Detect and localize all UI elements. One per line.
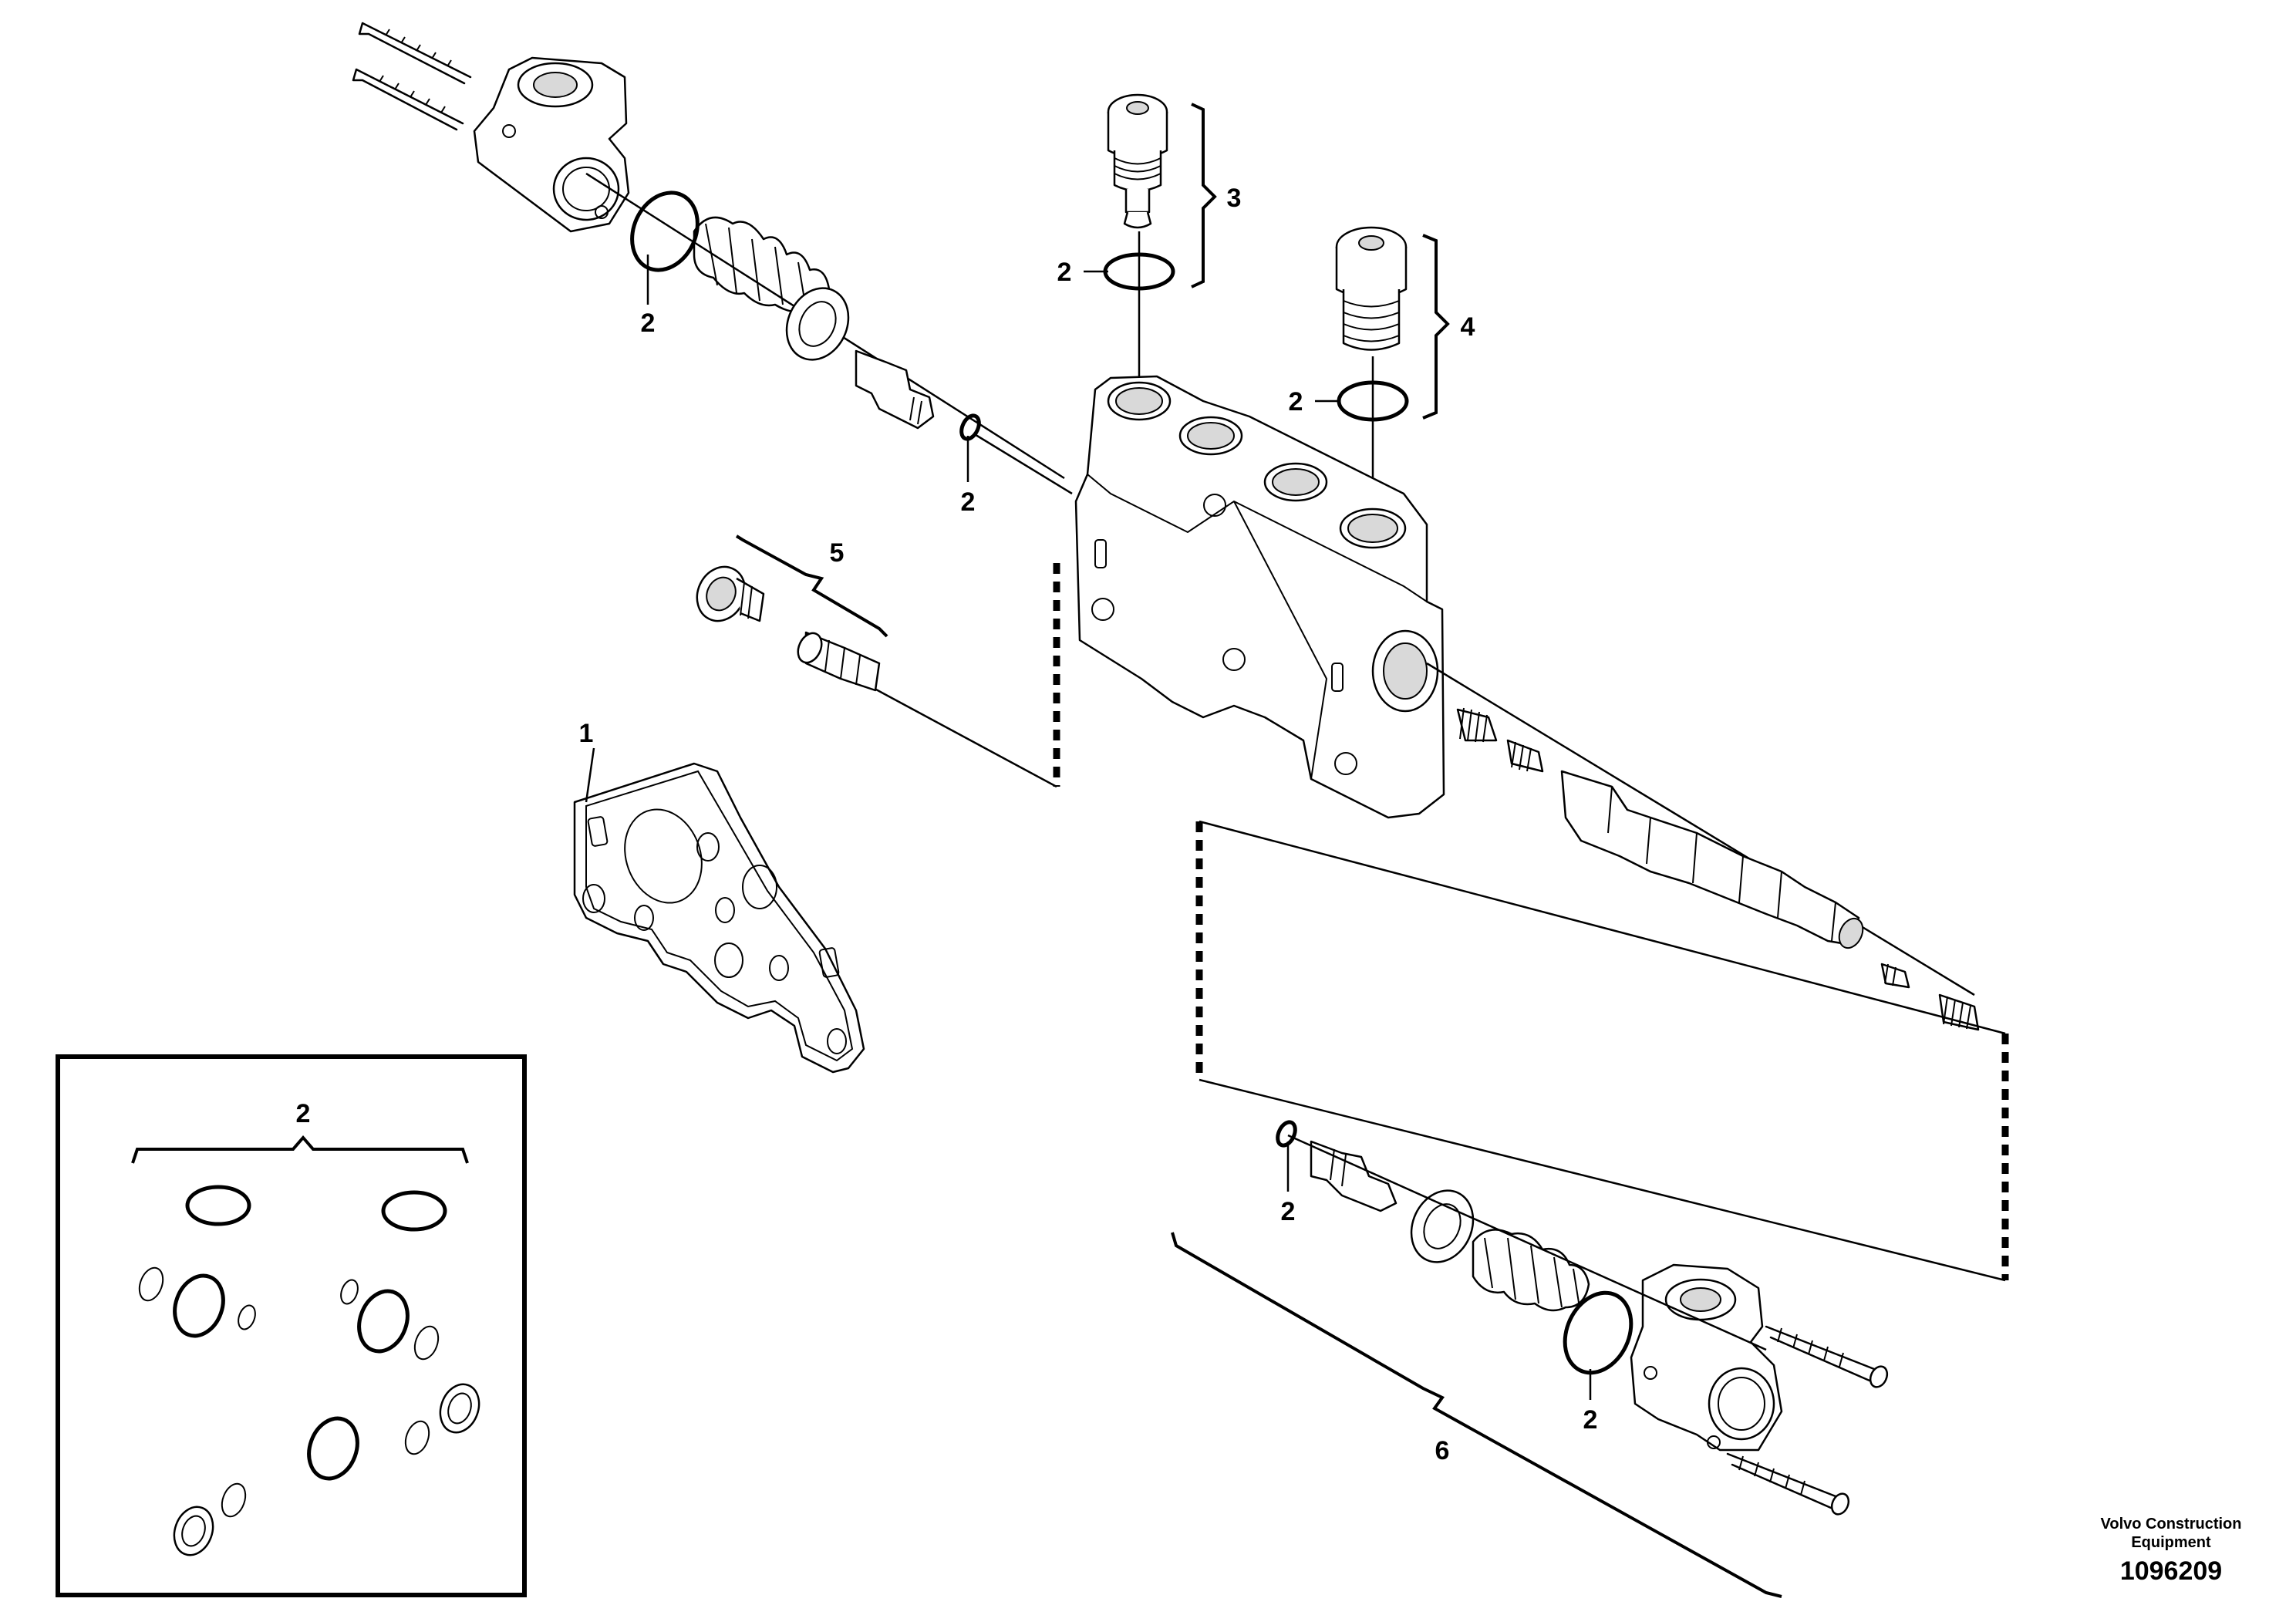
assembly-line-check [855,677,1057,788]
bottom-relief-cover [1630,1263,1783,1452]
assembly-line-bottom-relief [1287,1134,1767,1351]
assembly-line-body-left [973,432,1073,495]
check-valve-plug-5 [696,565,765,622]
callout-4: 4 [1461,312,1475,342]
callout-2-seal-kit: 2 [296,1099,311,1128]
callout-3: 3 [1227,184,1242,213]
bottom-relief-poppet [1310,1140,1397,1212]
kit-o-ring-medium-b [357,1289,410,1354]
callout-2-spool: 2 [961,487,976,517]
kit-seal-ring-a [439,1383,480,1434]
brand-line-1: Volvo Construction [2101,1516,2242,1533]
plug-3 [1107,93,1168,229]
o-ring-small-bottom [1276,1120,1297,1148]
top-relief-poppet [855,349,935,430]
brace-6 [1171,1232,1782,1598]
plug-4 [1335,226,1408,351]
callout-2-bottom-spool: 2 [1281,1197,1296,1226]
kit-o-ring-small-d [221,1482,247,1518]
callout-2-relief-bottom: 2 [1583,1405,1598,1435]
spool [1560,770,1864,949]
kit-o-ring-tiny-a [238,1304,256,1330]
o-ring-small-top [959,413,981,441]
bottom-relief-cover-bolts [1726,1325,1889,1516]
bottom-relief-spring-seat [1410,1189,1475,1263]
top-relief-spring-seat [785,287,850,361]
kit-o-ring-small-c [404,1420,430,1455]
callout-2-plug-4: 2 [1289,387,1303,416]
spool-spring-small-c [1880,963,1910,989]
kit-o-ring-tiny-b [340,1279,359,1305]
callout-6: 6 [1435,1436,1450,1465]
brace-4 [1422,234,1450,420]
seal-kit-inset-box [56,1054,527,1597]
kit-o-ring-large-a [185,1185,251,1226]
gasket-1 [573,762,865,1074]
check-valve-poppet-5 [797,631,881,692]
bottom-relief-spring [1472,1229,1590,1312]
document-number: 1096209 [2120,1556,2222,1586]
leader-1 [585,747,595,803]
callout-1: 1 [579,719,594,748]
seal-kit-contents: 2 [131,1099,480,1556]
top-relief-cover [473,56,630,233]
kit-o-ring-small-a [138,1266,164,1302]
assembly-line-dash-bottom [1199,1078,2006,1282]
brace-seal-kit [131,1135,469,1164]
top-relief-cover-bolts [352,22,472,131]
kit-o-ring-large-b [381,1190,447,1232]
valve-section-body [1074,375,1445,819]
spool-spring-small-d [1938,993,1980,1031]
spool-spring-small-a [1456,707,1498,743]
assembly-line-dash-top [1199,820,2006,1035]
brace-3 [1191,103,1217,288]
kit-seal-ring-b [173,1506,214,1556]
callout-2-plug-3: 2 [1057,258,1072,287]
brand-line-2: Equipment [2131,1534,2211,1551]
brace-5 [735,534,888,638]
kit-o-ring-small-b [413,1325,440,1361]
spool-spring-small-b [1506,739,1544,773]
kit-o-ring-medium-c [307,1416,359,1481]
o-ring-bottom-relief [1563,1290,1633,1375]
callout-5: 5 [830,538,845,568]
callout-2-relief-top: 2 [641,309,656,338]
kit-o-ring-medium-a [173,1273,225,1338]
assembly-line-spool [1426,662,1975,996]
